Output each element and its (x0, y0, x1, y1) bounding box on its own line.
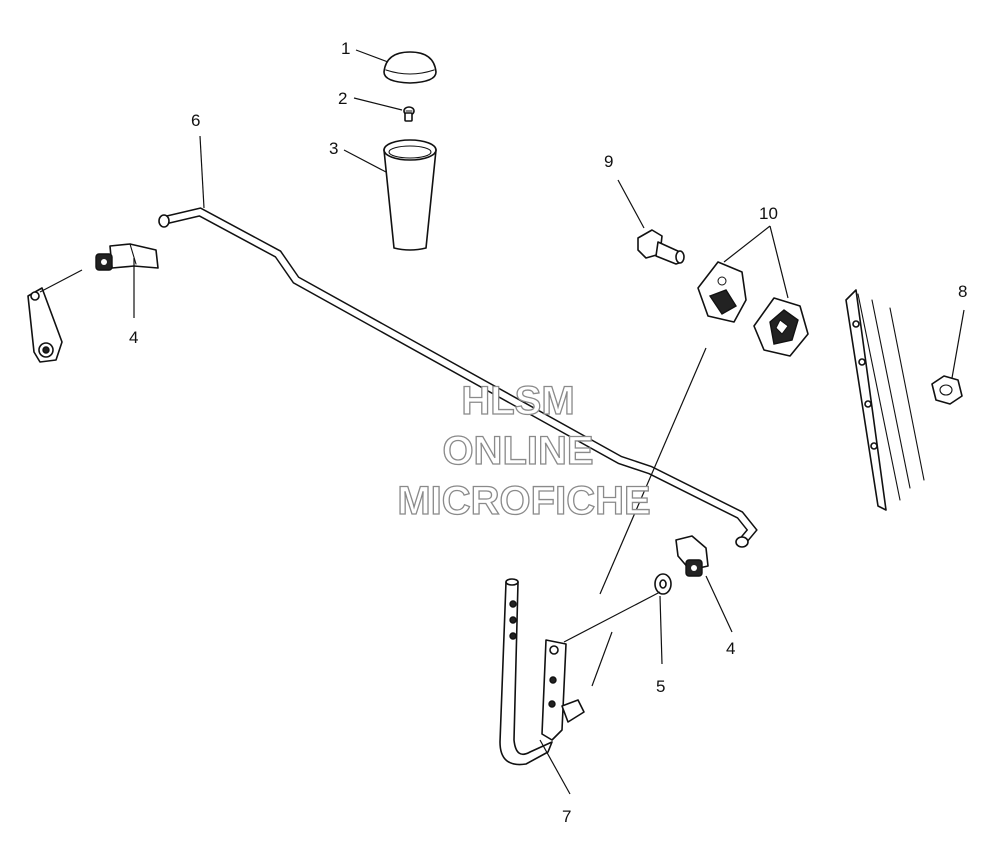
part-1-knob-cap (383, 51, 437, 84)
callout-4-left: 4 (129, 328, 138, 347)
watermark-line-1: HLSM (461, 379, 574, 423)
callout-1: 1 (341, 39, 350, 58)
part-4-clip-right (675, 535, 709, 577)
part-4-clip-left (95, 243, 159, 271)
panel-bracket (845, 289, 925, 511)
part-2-screw (403, 106, 415, 122)
callout-9: 9 (604, 152, 613, 171)
watermark-line-3: MICROFICHE (397, 479, 650, 523)
callout-6: 6 (191, 111, 200, 130)
part-10-bushing-a (697, 261, 747, 323)
callout-4-right: 4 (726, 639, 735, 658)
part-5-washer (654, 573, 672, 595)
part-8-nut (931, 375, 963, 405)
callouts: 1 2 3 6 4 9 10 8 4 5 7 (129, 39, 967, 826)
callout-7: 7 (562, 807, 571, 826)
part-6-shift-rod (158, 207, 758, 548)
part-9-bolt (637, 229, 685, 265)
link-plate (27, 287, 63, 363)
watermark-line-2: ONLINE (442, 429, 593, 473)
leader-lines (39, 49, 965, 795)
callout-10: 10 (759, 204, 778, 223)
part-3-grip (383, 139, 437, 251)
part-7-shift-lever (499, 578, 585, 766)
callout-2: 2 (338, 89, 347, 108)
part-10-bushing-b (753, 297, 809, 357)
callout-5: 5 (656, 677, 665, 696)
callout-3: 3 (329, 139, 338, 158)
callout-8: 8 (958, 282, 967, 301)
watermark: HLSM ONLINE MICROFICHE (397, 378, 652, 523)
